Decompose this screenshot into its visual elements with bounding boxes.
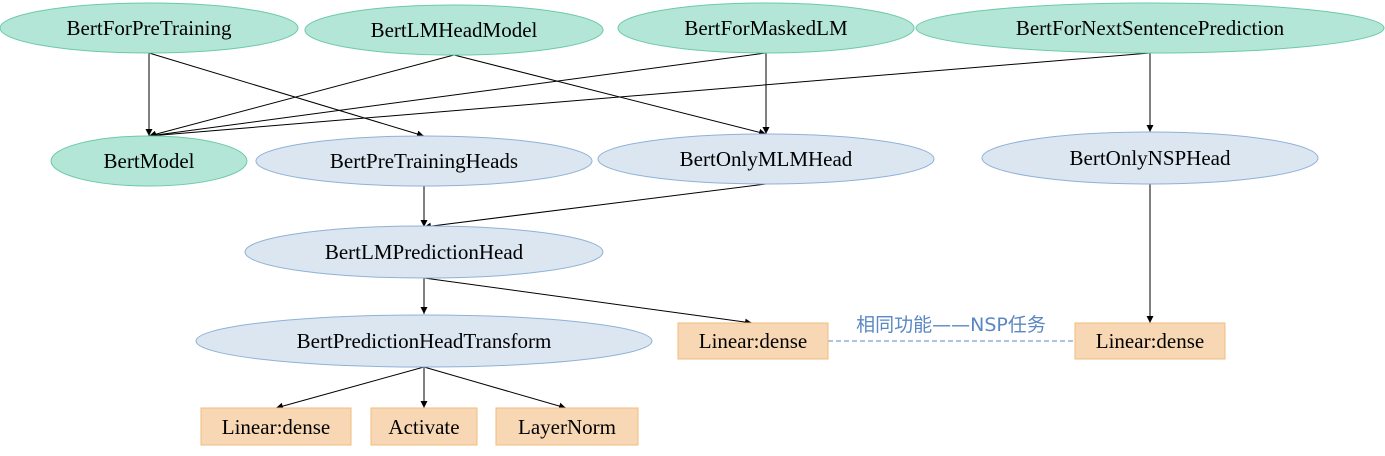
edge-onlymlmhead-to-lmpredictionhead <box>423 183 767 230</box>
svg-text:BertOnlyMLMHead: BertOnlyMLMHead <box>680 147 853 171</box>
edge-transform-to-layernorm <box>423 366 567 410</box>
node-bert-lm-head-model: BertLMHeadModel <box>304 4 604 56</box>
svg-text:BertForPreTraining: BertForPreTraining <box>67 16 232 40</box>
svg-text:Activate: Activate <box>388 415 459 439</box>
edge-nsp-to-bertmodel <box>148 52 1151 139</box>
edge-lmpredictionhead-to-lineardense <box>423 277 753 326</box>
node-bert-model: BertModel <box>50 135 248 187</box>
edge-transform-to-lineardense <box>275 366 425 410</box>
svg-text:BertModel: BertModel <box>104 149 195 173</box>
node-bert-only-mlm-head: BertOnlyMLMHead <box>597 133 935 185</box>
annotation-background <box>834 311 1068 337</box>
node-activate: Activate <box>370 407 478 446</box>
node-layer-norm: LayerNorm <box>495 407 639 446</box>
svg-text:LayerNorm: LayerNorm <box>518 415 616 439</box>
node-bert-only-nsp-head: BertOnlyNSPHead <box>981 131 1319 185</box>
svg-text:BertOnlyNSPHead: BertOnlyNSPHead <box>1070 146 1231 170</box>
node-linear-dense-transform: Linear:dense <box>200 407 352 446</box>
node-bert-pretraining-heads: BertPreTrainingHeads <box>255 135 593 187</box>
svg-text:BertForMaskedLM: BertForMaskedLM <box>684 16 848 40</box>
node-bert-for-pretraining: BertForPreTraining <box>0 2 299 54</box>
node-bert-for-masked-lm: BertForMaskedLM <box>617 2 915 54</box>
svg-text:BertPreTrainingHeads: BertPreTrainingHeads <box>330 149 518 173</box>
edge-pretraining-to-pretrainingheads <box>148 52 425 138</box>
node-bert-lm-prediction-head: BertLMPredictionHead <box>244 225 604 279</box>
svg-text:Linear:dense: Linear:dense <box>1096 329 1204 353</box>
svg-text:BertPredictionHeadTransform: BertPredictionHeadTransform <box>297 329 552 353</box>
svg-text:BertForNextSentencePrediction: BertForNextSentencePrediction <box>1016 16 1285 40</box>
node-linear-dense-lm: Linear:dense <box>677 322 829 360</box>
edge-lmhead-to-bertmodel <box>148 54 455 138</box>
svg-text:Linear:dense: Linear:dense <box>699 329 807 353</box>
svg-text:BertLMPredictionHead: BertLMPredictionHead <box>325 240 524 264</box>
node-linear-dense-nsp: Linear:dense <box>1074 322 1226 360</box>
svg-text:Linear:dense: Linear:dense <box>222 415 330 439</box>
svg-text:BertLMHeadModel: BertLMHeadModel <box>371 18 538 42</box>
node-bert-for-next-sentence-prediction: BertForNextSentencePrediction <box>915 2 1385 54</box>
node-bert-prediction-head-transform: BertPredictionHeadTransform <box>195 314 653 368</box>
edge-lmhead-to-onlymlmhead <box>453 54 767 136</box>
same-function-annotation: 相同功能——NSP任务 <box>856 314 1046 336</box>
edges <box>145 52 1154 410</box>
edge-maskedlm-to-bertmodel <box>148 52 767 139</box>
